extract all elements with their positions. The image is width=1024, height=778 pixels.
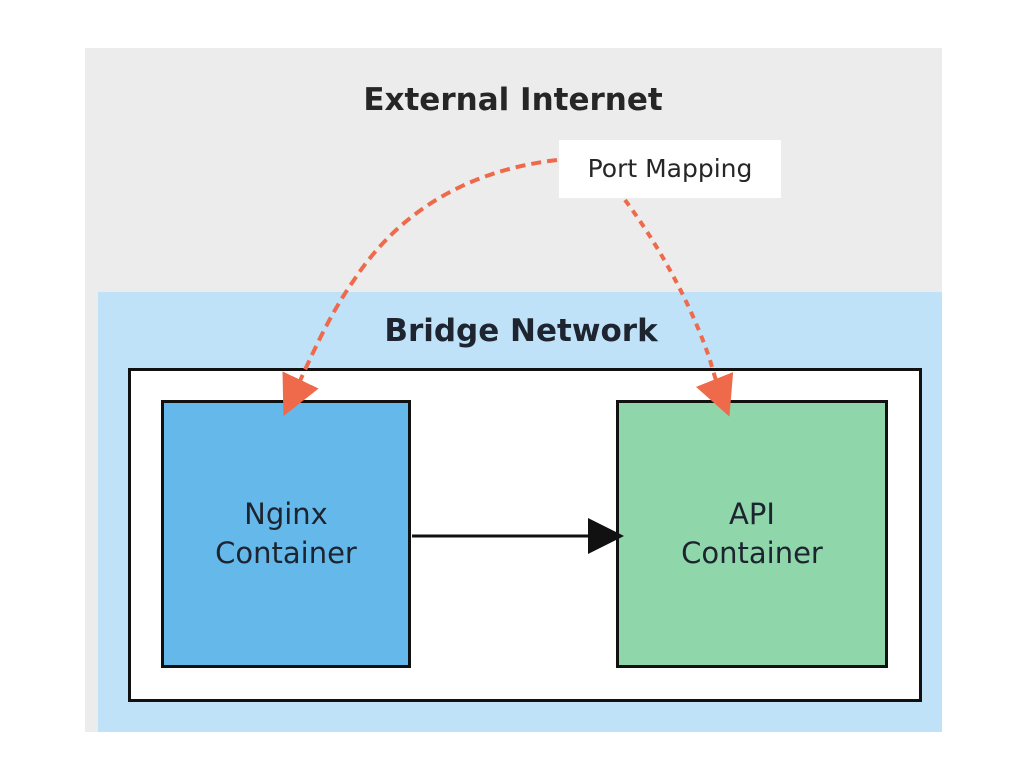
nginx-container-label: Nginx Container	[215, 495, 357, 573]
bridge-network-title: Bridge Network	[384, 313, 658, 349]
nginx-label-line2: Container	[215, 536, 357, 570]
nginx-container-box: Nginx Container	[161, 400, 411, 668]
port-mapping-label: Port Mapping	[559, 140, 781, 198]
external-internet-title: External Internet	[363, 82, 663, 118]
api-container-label: API Container	[681, 495, 823, 573]
api-label-line1: API	[729, 496, 775, 531]
api-label-line2: Container	[681, 536, 823, 570]
nginx-label-line1: Nginx	[244, 496, 328, 531]
api-container-box: API Container	[616, 400, 888, 668]
